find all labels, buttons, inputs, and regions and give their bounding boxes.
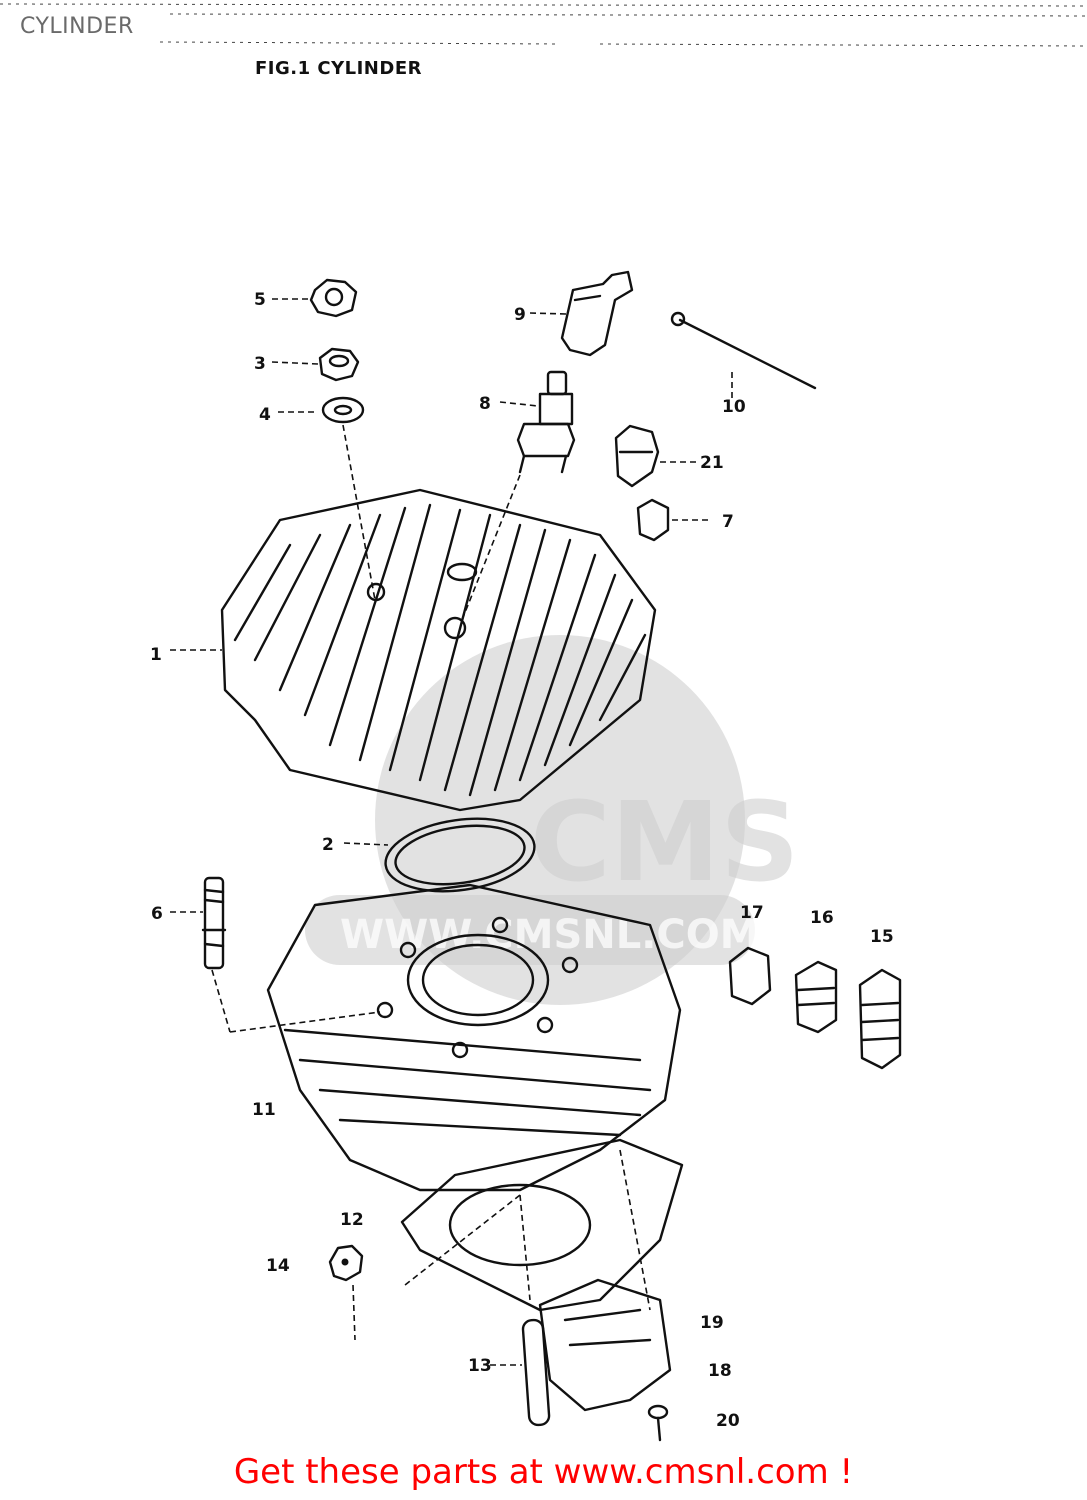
part-12-cap xyxy=(328,1244,364,1282)
label-part-15: 15 xyxy=(870,927,894,947)
part-20-screw xyxy=(647,1404,669,1442)
footer-link[interactable]: Get these parts at www.cmsnl.com ! xyxy=(233,1452,854,1492)
label-part-10: 10 xyxy=(722,397,746,417)
label-part-3: 3 xyxy=(254,354,266,374)
label-part-9: 9 xyxy=(514,305,526,325)
label-part-7: 7 xyxy=(722,512,734,532)
label-part-19: 19 xyxy=(700,1313,724,1333)
label-part-12: 12 xyxy=(340,1210,364,1230)
part-19-base-gasket xyxy=(400,1138,684,1312)
label-part-8: 8 xyxy=(479,394,491,414)
figure-caption: FIG.1 CYLINDER xyxy=(255,58,422,79)
part-9-plug-cap xyxy=(560,270,634,357)
leader-lines xyxy=(170,298,733,1366)
label-part-14: 14 xyxy=(266,1256,290,1276)
part-6-stud xyxy=(201,876,227,970)
watermark-logo: CMS WWW.CMSNL.COM xyxy=(305,635,799,1005)
part-10-through-bolt xyxy=(670,311,817,390)
label-part-18: 18 xyxy=(708,1361,732,1381)
part-3-nut xyxy=(318,347,360,382)
label-part-20: 20 xyxy=(716,1411,740,1431)
label-part-13: 13 xyxy=(468,1356,492,1376)
scan-noise xyxy=(0,3,1087,47)
part-1-cylinder-head xyxy=(220,488,657,812)
part-2-head-gasket xyxy=(384,817,536,893)
label-part-21: 21 xyxy=(700,453,724,473)
part-4-washer xyxy=(321,396,365,424)
watermark-text: CMS xyxy=(530,778,799,906)
part-5-cap-nut xyxy=(309,278,358,318)
label-part-6: 6 xyxy=(151,904,163,924)
part-13-pipe xyxy=(521,1318,551,1427)
part-18-reed-valve xyxy=(538,1278,672,1412)
part-8-spark-plug xyxy=(516,370,576,474)
part-15-damper xyxy=(858,968,902,1070)
label-part-2: 2 xyxy=(322,835,334,855)
part-16-damper xyxy=(794,960,838,1034)
label-part-17: 17 xyxy=(740,903,764,923)
label-part-11: 11 xyxy=(252,1100,276,1120)
part-17-damper xyxy=(728,946,772,1006)
label-part-1: 1 xyxy=(150,645,162,665)
part-number-labels: 1 2 3 4 5 6 7 8 9 10 11 12 13 14 15 16 1… xyxy=(150,290,894,1431)
label-part-16: 16 xyxy=(810,908,834,928)
part-21-cushion xyxy=(614,424,660,488)
page-title: CYLINDER xyxy=(20,14,134,39)
part-11-cylinder xyxy=(266,883,682,1192)
label-part-5: 5 xyxy=(254,290,266,310)
part-7-rubber-block xyxy=(636,498,670,542)
label-part-4: 4 xyxy=(259,405,271,425)
watermark-url: WWW.CMSNL.COM xyxy=(340,912,760,958)
